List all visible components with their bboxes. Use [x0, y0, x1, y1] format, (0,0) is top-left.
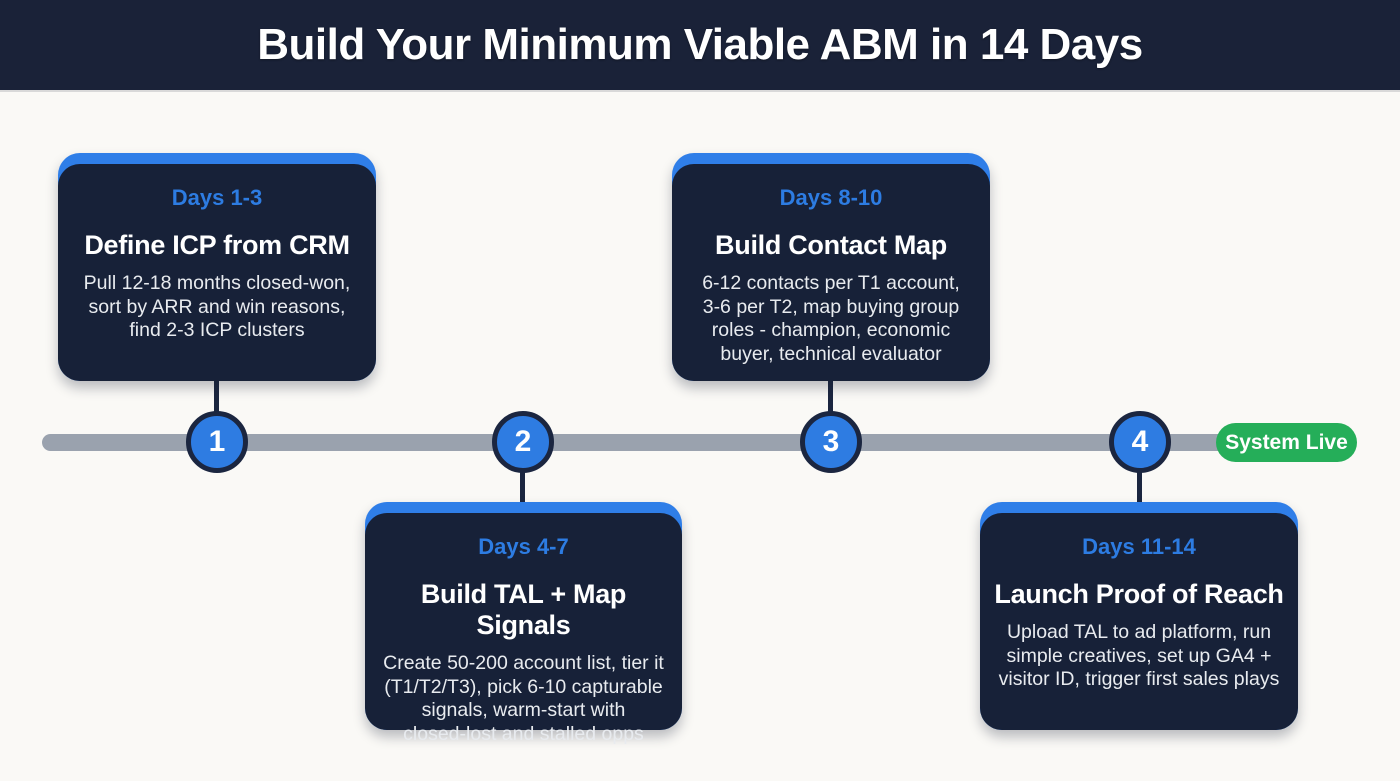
phase-days-label: Days 8-10	[779, 185, 883, 210]
phase-description: Upload TAL to ad platform, run simple cr…	[998, 621, 1280, 690]
connector-stem-1	[214, 372, 219, 417]
phase-description: 6-12 contacts per T1 account, 3-6 per T2…	[702, 272, 960, 365]
connector-stem-3	[828, 372, 833, 417]
phase-days-label: Days 4-7	[478, 534, 569, 559]
milestone-circle-2: 2	[492, 411, 554, 473]
phase-card-days-8-10: Days 8-10 Build Contact Map 6-12 contact…	[672, 153, 990, 381]
milestone-number: 3	[822, 425, 840, 458]
system-live-label: System Live	[1225, 430, 1348, 454]
phase-title: Build Contact Map	[715, 230, 947, 260]
milestone-circle-3: 3	[800, 411, 862, 473]
phase-card-body: Days 8-10 Build Contact Map 6-12 contact…	[672, 164, 990, 381]
connector-stem-4	[1137, 465, 1142, 510]
milestone-number: 2	[514, 425, 532, 458]
page-title: Build Your Minimum Viable ABM in 14 Days	[257, 20, 1143, 69]
phase-title: Build TAL + Map Signals	[420, 579, 627, 640]
phase-card-body: Days 1-3 Define ICP from CRM Pull 12-18 …	[58, 164, 376, 381]
phase-title: Define ICP from CRM	[84, 230, 350, 260]
phase-title: Launch Proof of Reach	[994, 579, 1284, 609]
phase-card-days-11-14: Days 11-14 Launch Proof of Reach Upload …	[980, 502, 1298, 730]
milestone-circle-4: 4	[1109, 411, 1171, 473]
phase-days-label: Days 1-3	[171, 185, 263, 210]
header-bar: Build Your Minimum Viable ABM in 14 Days	[0, 0, 1400, 92]
milestone-number: 4	[1131, 425, 1149, 458]
phase-card-days-1-3: Days 1-3 Define ICP from CRM Pull 12-18 …	[58, 153, 376, 381]
timeline-bar	[42, 434, 1317, 451]
phase-card-days-4-7: Days 4-7 Build TAL + Map Signals Create …	[365, 502, 682, 745]
phase-description: Create 50-200 account list, tier it (T1/…	[383, 652, 664, 745]
phase-card-body: Days 4-7 Build TAL + Map Signals Create …	[365, 513, 682, 745]
phase-card-body: Days 11-14 Launch Proof of Reach Upload …	[980, 513, 1298, 730]
phase-description: Pull 12-18 months closed-won, sort by AR…	[83, 272, 351, 341]
milestone-number: 1	[208, 425, 226, 458]
phase-days-label: Days 11-14	[1082, 534, 1196, 559]
system-live-badge: System Live	[1216, 423, 1357, 462]
milestone-circle-1: 1	[186, 411, 248, 473]
connector-stem-2	[520, 465, 525, 510]
